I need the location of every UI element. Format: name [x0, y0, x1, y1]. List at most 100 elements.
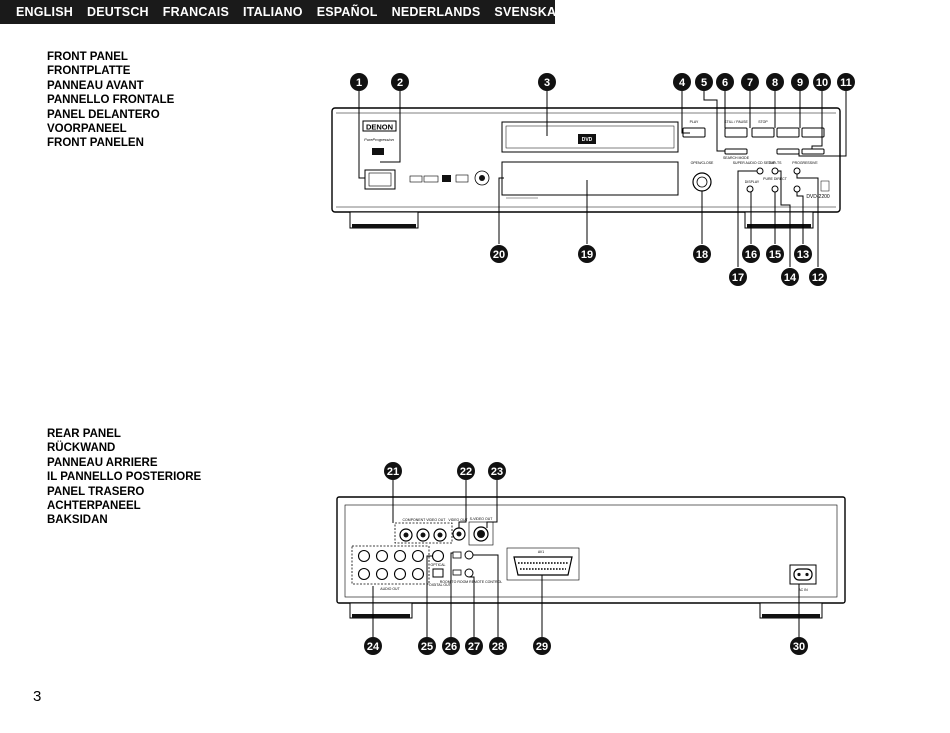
- front-title-en: FRONT PANEL: [47, 51, 128, 63]
- svg-text:2: 2: [397, 77, 403, 89]
- svg-text:13: 13: [797, 249, 809, 261]
- callout-10: 10: [813, 73, 831, 91]
- callout-15: 15: [766, 245, 784, 263]
- pure-direct-mode-button[interactable]: [793, 185, 801, 193]
- audio-jack-6[interactable]: [375, 567, 389, 581]
- callout-27: 27: [465, 637, 483, 655]
- callout-9: 9: [791, 73, 809, 91]
- front-panel-titles: FRONT PANEL FRONTPLATTE PANNEAU AVANT PA…: [47, 50, 174, 151]
- svg-text:11: 11: [840, 77, 852, 89]
- skip-back-button[interactable]: [776, 127, 800, 138]
- audio-jack-8[interactable]: [411, 567, 425, 581]
- callout-29: 29: [533, 637, 551, 655]
- rear-chassis: [336, 496, 846, 619]
- scart-av1: AV1: [506, 547, 580, 581]
- callout-3: 3: [538, 73, 556, 91]
- dvd-logo-label: DVD: [582, 137, 593, 143]
- sacd-setup-button[interactable]: [756, 167, 764, 175]
- callout-21: 21: [384, 462, 402, 480]
- callout-14: 14: [781, 268, 799, 286]
- brand-block: DENON PureProgression: [362, 120, 397, 190]
- lang-english: ENGLISH: [16, 5, 73, 19]
- still-pause-button[interactable]: [724, 127, 748, 138]
- rear-callouts: 21 22 23 24 25 26 27 28 29 30: [364, 462, 808, 655]
- callout-4: 4: [673, 73, 691, 91]
- dvd-ts-label: DVD-TS: [768, 161, 782, 165]
- callout-19: 19: [578, 245, 596, 263]
- open-close-control[interactable]: OPEN/CLOSE: [691, 161, 714, 192]
- remote-in-jack[interactable]: [464, 550, 474, 560]
- audio-jack-4[interactable]: [411, 549, 425, 563]
- callout-23: 23: [488, 462, 506, 480]
- front-callouts: 1 2 3 4 5 6 7 8 9 10 11 12 13 14 15 16 1…: [350, 73, 855, 286]
- svg-text:6: 6: [722, 77, 728, 89]
- svg-text:25: 25: [421, 641, 433, 653]
- skip-forward-button[interactable]: [801, 127, 825, 138]
- audio-jack-2[interactable]: [375, 549, 389, 563]
- ac-inlet: AC IN: [789, 564, 817, 592]
- svg-text:9: 9: [797, 77, 803, 89]
- ac-in-label: AC IN: [798, 588, 808, 592]
- front-title-de: FRONTPLATTE: [47, 65, 131, 78]
- audio-jack-7[interactable]: [393, 567, 407, 581]
- coaxial-jack[interactable]: [431, 549, 445, 563]
- progressive-button[interactable]: [793, 167, 801, 175]
- disc-tray[interactable]: DVD: [501, 121, 679, 153]
- rear-leader-lines: [372, 480, 800, 637]
- svg-text:20: 20: [493, 249, 505, 261]
- svg-text:28: 28: [492, 641, 504, 653]
- callout-17: 17: [729, 268, 747, 286]
- room-to-room: ROOM TO ROOM REMOTE CONTROL: [440, 550, 502, 584]
- transport-buttons: PLAY STILL / PAUSE STOP SEARCH MODE: [682, 120, 825, 160]
- audio-jack-3[interactable]: [393, 549, 407, 563]
- lang-espanol: ESPAÑOL: [316, 5, 378, 19]
- svg-text:26: 26: [445, 641, 457, 653]
- callout-7: 7: [741, 73, 759, 91]
- stop-label: STOP: [758, 120, 768, 124]
- dvd-ts-button[interactable]: [771, 167, 779, 175]
- rear-title-es: PANEL TRASERO: [47, 485, 145, 498]
- fast-forward-button[interactable]: [801, 148, 825, 155]
- av-label: AV1: [538, 550, 544, 554]
- display-button[interactable]: [746, 185, 754, 193]
- rear-panel-titles: REAR PANEL RÜCKWAND PANNEAU ARRIERE IL P…: [47, 427, 201, 528]
- callout-22: 22: [457, 462, 475, 480]
- svg-text:5: 5: [701, 77, 707, 89]
- search-mode-button[interactable]: [724, 148, 748, 155]
- lang-nederlands: NEDERLANDS: [391, 5, 481, 19]
- pure-direct-label: PURE DIRECT: [763, 177, 788, 181]
- format-logos: [409, 170, 490, 186]
- front-title-fr: PANNEAU AVANT: [47, 79, 144, 92]
- rewind-button[interactable]: [776, 148, 800, 155]
- front-title-it: PANNELLO FRONTALE: [47, 94, 175, 107]
- remote-out-jack[interactable]: [464, 568, 474, 578]
- optical-jack[interactable]: [432, 568, 444, 578]
- s-video-label: S-VIDEO OUT: [470, 517, 494, 521]
- still-pause-label: STILL / PAUSE: [724, 120, 748, 124]
- callout-28: 28: [489, 637, 507, 655]
- front-title-nl: VOORPANEEL: [47, 123, 127, 136]
- stop-button[interactable]: [751, 127, 775, 138]
- pure-direct-button[interactable]: [771, 185, 779, 193]
- audio-jack-1[interactable]: [357, 549, 371, 563]
- svg-text:30: 30: [793, 641, 805, 653]
- svg-text:4: 4: [679, 77, 686, 89]
- open-close-label: OPEN/CLOSE: [691, 161, 714, 165]
- svg-text:3: 3: [544, 77, 550, 89]
- video-out-label: VIDEO OUT: [448, 518, 468, 522]
- svg-text:17: 17: [732, 272, 744, 284]
- svg-text:24: 24: [367, 641, 380, 653]
- pure-progression-label: PureProgression: [364, 137, 395, 142]
- callout-11: 11: [837, 73, 855, 91]
- front-leader-lines: [358, 91, 847, 267]
- callout-8: 8: [766, 73, 784, 91]
- callout-16: 16: [742, 245, 760, 263]
- lang-italiano: ITALIANO: [242, 5, 303, 19]
- brand-label: DENON: [366, 123, 393, 132]
- ac-in-socket[interactable]: [793, 568, 813, 581]
- audio-jack-5[interactable]: [357, 567, 371, 581]
- search-mode-label: SEARCH MODE: [723, 156, 750, 160]
- rear-title-sv: BAKSIDAN: [47, 514, 108, 527]
- scart-connector[interactable]: [513, 556, 573, 576]
- svg-text:27: 27: [468, 641, 480, 653]
